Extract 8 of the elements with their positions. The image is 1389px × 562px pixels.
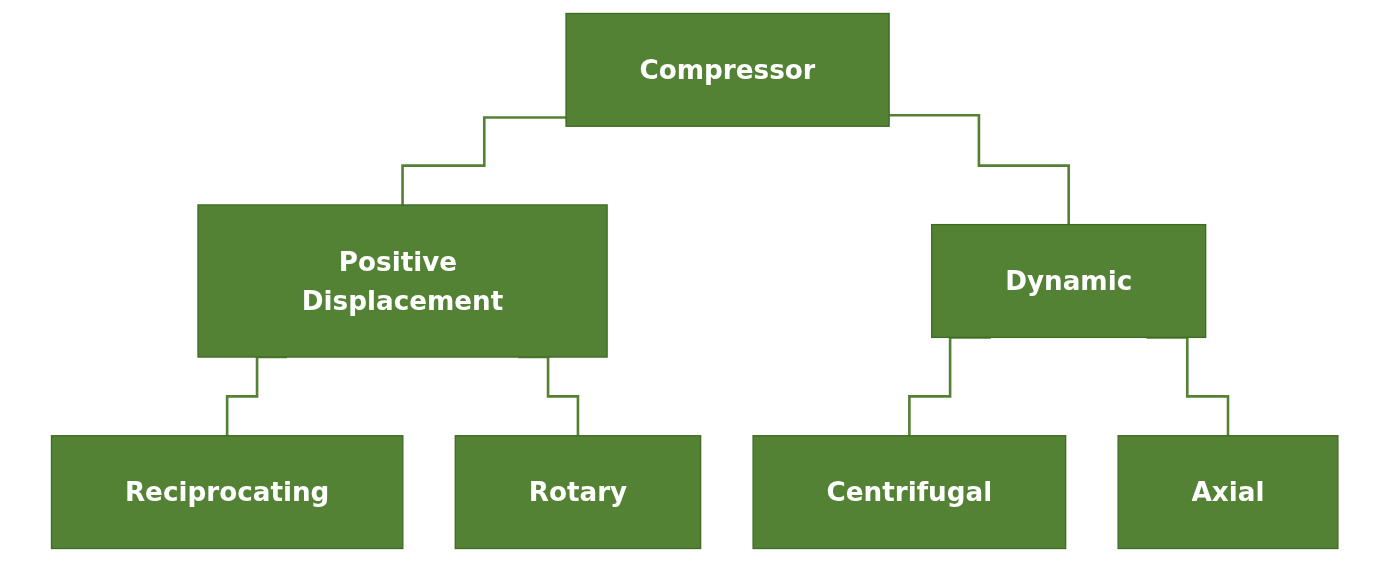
node-box: Reciprocating [50,435,404,550]
node-box: Centrifugal [752,435,1067,550]
node-box: Compressor [565,12,890,127]
node-box: Dynamic [930,223,1207,339]
node-box: Positive Displacement [197,204,608,358]
connector [888,113,1070,226]
node-box: Axial [1117,435,1339,550]
node-box: Rotary [454,435,702,550]
